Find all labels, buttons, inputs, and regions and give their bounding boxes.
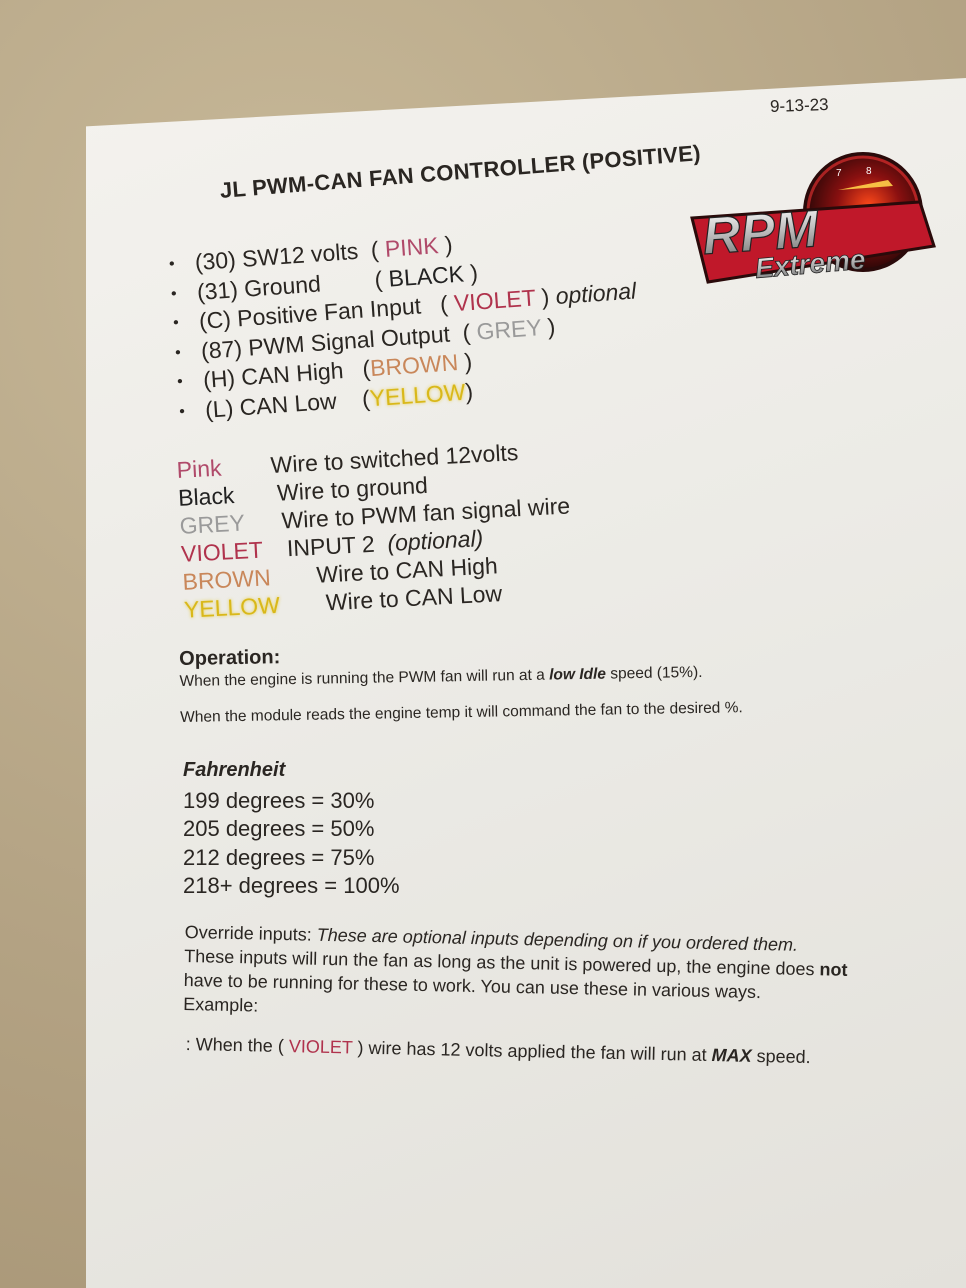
rpm-extreme-logo: 7 8 9 10 RPM Extreme (690, 152, 936, 284)
pin-color: PINK (383, 232, 440, 262)
pin-color: YELLOW (368, 378, 467, 411)
legend-desc-italic: (optional) (386, 525, 484, 557)
pin-color: BLACK (387, 259, 465, 292)
op-emphasis: low Idle (548, 665, 607, 684)
temperature-row: 205 degrees = 50% (183, 816, 375, 841)
legend-code: VIOLET (180, 536, 264, 567)
op-text: speed (15%). (605, 663, 703, 683)
legend-code: Pink (176, 454, 223, 483)
example-text: speed. (751, 1045, 811, 1068)
example-color: VIOLET (288, 1036, 353, 1058)
temperature-row: 218+ degrees = 100% (183, 873, 400, 898)
example-text: ) wire has 12 volts applied the fan will… (352, 1037, 712, 1066)
pin-color: BROWN (369, 349, 460, 382)
document-title: JL PWM-CAN FAN CONTROLLER (POSITIVE) (218, 140, 702, 203)
temperature-row: 199 degrees = 30% (183, 787, 375, 813)
override-section: Override inputs: These are optional inpu… (183, 920, 865, 1030)
logo-rpm-text: RPM (701, 200, 822, 266)
temperature-table: Fahrenheit 199 degrees = 30% 205 degrees… (183, 756, 400, 901)
operation-line-2: When the module reads the engine temp it… (180, 699, 743, 726)
gauge-needle (838, 180, 893, 190)
override-lead-text: Override inputs: (184, 921, 317, 945)
legend-code: Black (177, 482, 236, 511)
op-text: When the engine is running the PWM fan w… (179, 666, 550, 690)
example-text: : When the ( (185, 1034, 290, 1057)
wire-color-legend: Pink Wire to switched 12volts Black Wire… (176, 439, 571, 624)
operation-section: Operation: When the engine is running th… (179, 638, 743, 727)
override-strong: not (819, 959, 848, 980)
gauge-number-8: 8 (866, 166, 872, 177)
temperature-row: 212 degrees = 75% (183, 844, 375, 870)
document-date: 9-13-23 (769, 94, 829, 117)
example-strong: MAX (711, 1045, 752, 1066)
legend-code: GREY (178, 509, 246, 539)
legend-desc-text: INPUT 2 (286, 530, 376, 562)
pin-optional: optional (554, 277, 637, 310)
pin-color: GREY (475, 313, 543, 345)
pin-color: VIOLET (453, 284, 537, 317)
pinout-list: (30) SW12 volts ( PINK ) (31) Ground( BL… (168, 218, 643, 427)
legend-row: YELLOW Wire to CAN Low (183, 580, 502, 624)
legend-code: YELLOW (183, 591, 281, 623)
example-line: : When the ( VIOLET ) wire has 12 volts … (186, 1034, 811, 1068)
logo-banner (690, 200, 936, 284)
temperature-heading: Fahrenheit (183, 759, 286, 781)
gauge-number-7: 7 (836, 168, 842, 179)
